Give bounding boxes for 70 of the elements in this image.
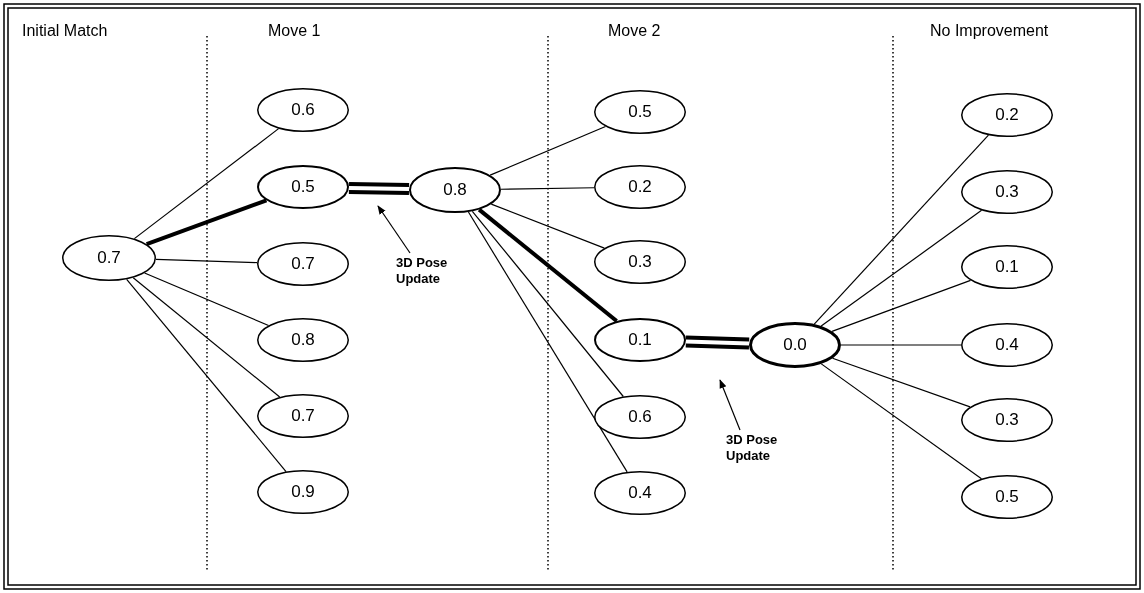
connector-line xyxy=(132,277,281,398)
score-ellipse xyxy=(594,90,686,134)
score-value: 0.7 xyxy=(97,248,121,268)
score-value: 0.7 xyxy=(291,406,315,426)
connector-line xyxy=(840,344,962,346)
score-value: 0.6 xyxy=(628,407,652,427)
leader-arrow xyxy=(377,205,411,254)
connector-line xyxy=(820,363,983,480)
connector-line xyxy=(346,181,412,196)
score-ellipse xyxy=(961,398,1053,442)
connector-line xyxy=(145,198,268,247)
score-value: 0.2 xyxy=(995,105,1019,125)
column-heading: Move 1 xyxy=(268,22,321,40)
score-ellipse xyxy=(594,165,686,209)
score-value: 0.9 xyxy=(291,482,315,502)
connector-line xyxy=(133,128,280,240)
score-ellipse xyxy=(257,242,349,286)
connector-line xyxy=(143,272,270,327)
score-value: 0.2 xyxy=(628,177,652,197)
score-ellipse xyxy=(257,165,349,209)
score-ellipse xyxy=(594,318,686,362)
score-value: 0.3 xyxy=(628,252,652,272)
column-heading: Move 2 xyxy=(608,22,661,40)
connector-line xyxy=(813,134,990,325)
score-ellipse xyxy=(257,88,349,132)
connector-line xyxy=(500,187,595,190)
score-value: 0.8 xyxy=(443,180,467,200)
connector-line xyxy=(820,209,983,327)
score-ellipse xyxy=(257,318,349,362)
score-value: 0.7 xyxy=(291,254,315,274)
connector-line xyxy=(477,208,618,323)
score-value: 0.5 xyxy=(291,177,315,197)
leader-arrow xyxy=(719,379,741,431)
score-ellipse xyxy=(594,395,686,439)
score-ellipse xyxy=(62,235,156,281)
connector-line xyxy=(490,203,605,249)
score-ellipse xyxy=(961,323,1053,367)
score-ellipse xyxy=(257,470,349,514)
score-ellipse xyxy=(961,245,1053,289)
connector-line xyxy=(831,279,972,332)
connector-line xyxy=(683,335,752,350)
annotation-text: 3D Pose Update xyxy=(726,432,806,464)
score-ellipse xyxy=(594,240,686,284)
score-value: 0.4 xyxy=(995,335,1019,355)
score-value: 0.4 xyxy=(628,483,652,503)
score-value: 0.8 xyxy=(291,330,315,350)
score-value: 0.6 xyxy=(291,100,315,120)
connector-line xyxy=(471,210,624,398)
annotation-text: 3D Pose Update xyxy=(396,255,476,287)
column-heading: Initial Match xyxy=(22,22,108,40)
score-ellipse xyxy=(961,475,1053,519)
score-ellipse xyxy=(961,170,1053,214)
score-value: 0.0 xyxy=(783,335,807,355)
score-ellipse xyxy=(594,471,686,515)
score-value: 0.1 xyxy=(995,257,1019,277)
connector-line xyxy=(126,278,287,473)
score-value: 0.5 xyxy=(628,102,652,122)
score-value: 0.1 xyxy=(628,330,652,350)
score-ellipse xyxy=(961,93,1053,137)
score-value: 0.5 xyxy=(995,487,1019,507)
connector-line xyxy=(489,125,607,176)
score-ellipse xyxy=(257,394,349,438)
connector-line xyxy=(155,258,258,264)
connector-line xyxy=(467,211,628,473)
score-value: 0.3 xyxy=(995,410,1019,430)
score-value: 0.3 xyxy=(995,182,1019,202)
column-heading: No Improvement xyxy=(930,22,1049,40)
score-ellipse xyxy=(409,167,501,213)
score-ellipse xyxy=(749,322,841,368)
connector-line xyxy=(831,357,971,408)
